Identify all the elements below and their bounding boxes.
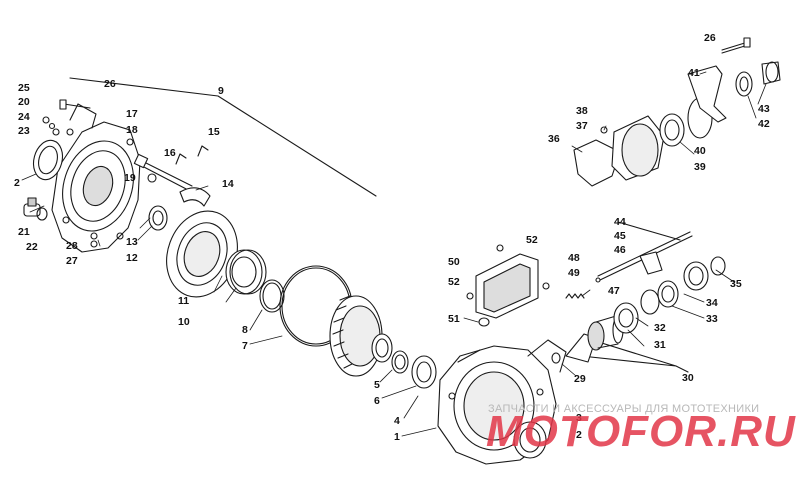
- label-4: 4: [394, 415, 400, 427]
- pinion-gear: [551, 315, 624, 364]
- label-2-b: 2: [576, 429, 582, 441]
- bolt-26-left: [59, 99, 91, 110]
- label-2: 2: [14, 177, 20, 189]
- label-15: 15: [208, 126, 220, 138]
- seal-right: [513, 421, 547, 459]
- bracket-9: [69, 77, 377, 197]
- label-22: 22: [26, 241, 38, 253]
- label-43: 43: [758, 103, 770, 115]
- label-24: 24: [18, 111, 30, 123]
- label-51: 51: [448, 313, 460, 325]
- label-7: 7: [242, 340, 248, 352]
- label-11: 11: [178, 295, 189, 307]
- label-3: 3: [576, 412, 582, 424]
- label-36: 36: [548, 133, 560, 145]
- label-12: 12: [126, 252, 138, 264]
- label-52: 52: [526, 234, 538, 246]
- label-42: 42: [758, 118, 770, 130]
- label-48: 48: [568, 252, 580, 264]
- spring-47: [565, 277, 601, 299]
- differential-ring-gear: [329, 295, 393, 377]
- label-6: 6: [374, 395, 380, 407]
- label-26: 26: [104, 78, 116, 90]
- label-28: 28: [66, 240, 78, 252]
- label-10: 10: [178, 316, 190, 328]
- seal-13: [148, 205, 168, 231]
- bracket-41: [687, 65, 727, 123]
- label-30: 30: [682, 372, 694, 384]
- bearing-35: [683, 256, 726, 291]
- label-37: 37: [576, 120, 588, 132]
- washer-5: [391, 350, 409, 374]
- label-41: 41: [688, 67, 700, 79]
- bolt-28: [90, 232, 98, 248]
- actuator-50: [466, 244, 550, 327]
- bracket-44: [617, 221, 681, 241]
- label-38: 38: [576, 105, 588, 117]
- label-27: 27: [66, 255, 78, 267]
- label-34: 34: [706, 297, 718, 309]
- watermark-logo: MOTOFOR.RU: [486, 407, 796, 456]
- label-13: 13: [126, 236, 138, 248]
- bracket-14: [179, 187, 211, 207]
- label-50: 50: [448, 256, 460, 268]
- label-33: 33: [706, 313, 718, 325]
- bearing-32: [613, 302, 639, 334]
- label-40: 40: [694, 145, 706, 157]
- part-number-labels: 25 26 20 24 23 9 17 18 15 16 2 14 19 21 …: [14, 32, 770, 443]
- selector-shaft: [133, 145, 209, 193]
- label-1: 1: [394, 431, 400, 443]
- label-20: 20: [18, 96, 30, 108]
- bearing-33-34: [640, 280, 679, 315]
- drain-plug: [23, 197, 48, 221]
- bolt-26-right: [721, 37, 751, 54]
- label-5: 5: [374, 379, 380, 391]
- label-46: 46: [614, 244, 626, 256]
- label-44: 44: [614, 216, 626, 228]
- bracket-30: [571, 339, 689, 373]
- label-32: 32: [654, 322, 666, 334]
- bearing-10: [225, 249, 267, 295]
- label-16: 16: [164, 147, 176, 159]
- ring-plate: [166, 210, 238, 298]
- shift-fork: [597, 231, 693, 281]
- bearing-6: [411, 355, 437, 389]
- label-14: 14: [222, 178, 234, 190]
- label-25: 25: [18, 82, 30, 94]
- seal-42-43: [735, 61, 781, 97]
- label-45: 45: [614, 230, 626, 242]
- label-31: 31: [654, 339, 666, 351]
- label-17: 17: [126, 108, 138, 120]
- label-47: 47: [608, 285, 620, 297]
- small-washers: [42, 116, 60, 136]
- upper-housing: [573, 115, 665, 187]
- label-21: 21: [18, 226, 30, 238]
- label-18: 18: [126, 124, 138, 136]
- label-29: 29: [574, 373, 586, 385]
- left-cover-plate: [51, 103, 141, 253]
- label-19: 19: [124, 172, 136, 184]
- label-39: 39: [694, 161, 706, 173]
- label-35: 35: [730, 278, 742, 290]
- label-52-b: 52: [448, 276, 460, 288]
- label-26-b: 26: [704, 32, 716, 44]
- seal-left: [32, 139, 64, 181]
- label-9: 9: [218, 85, 224, 97]
- leader-lines: [21, 71, 767, 437]
- label-49: 49: [568, 267, 580, 279]
- watermark-tagline: ЗАПЧАСТИ И АКСЕССУАРЫ ДЛЯ МОТОТЕХНИКИ: [488, 403, 760, 415]
- label-8: 8: [242, 324, 248, 336]
- label-23: 23: [18, 125, 30, 137]
